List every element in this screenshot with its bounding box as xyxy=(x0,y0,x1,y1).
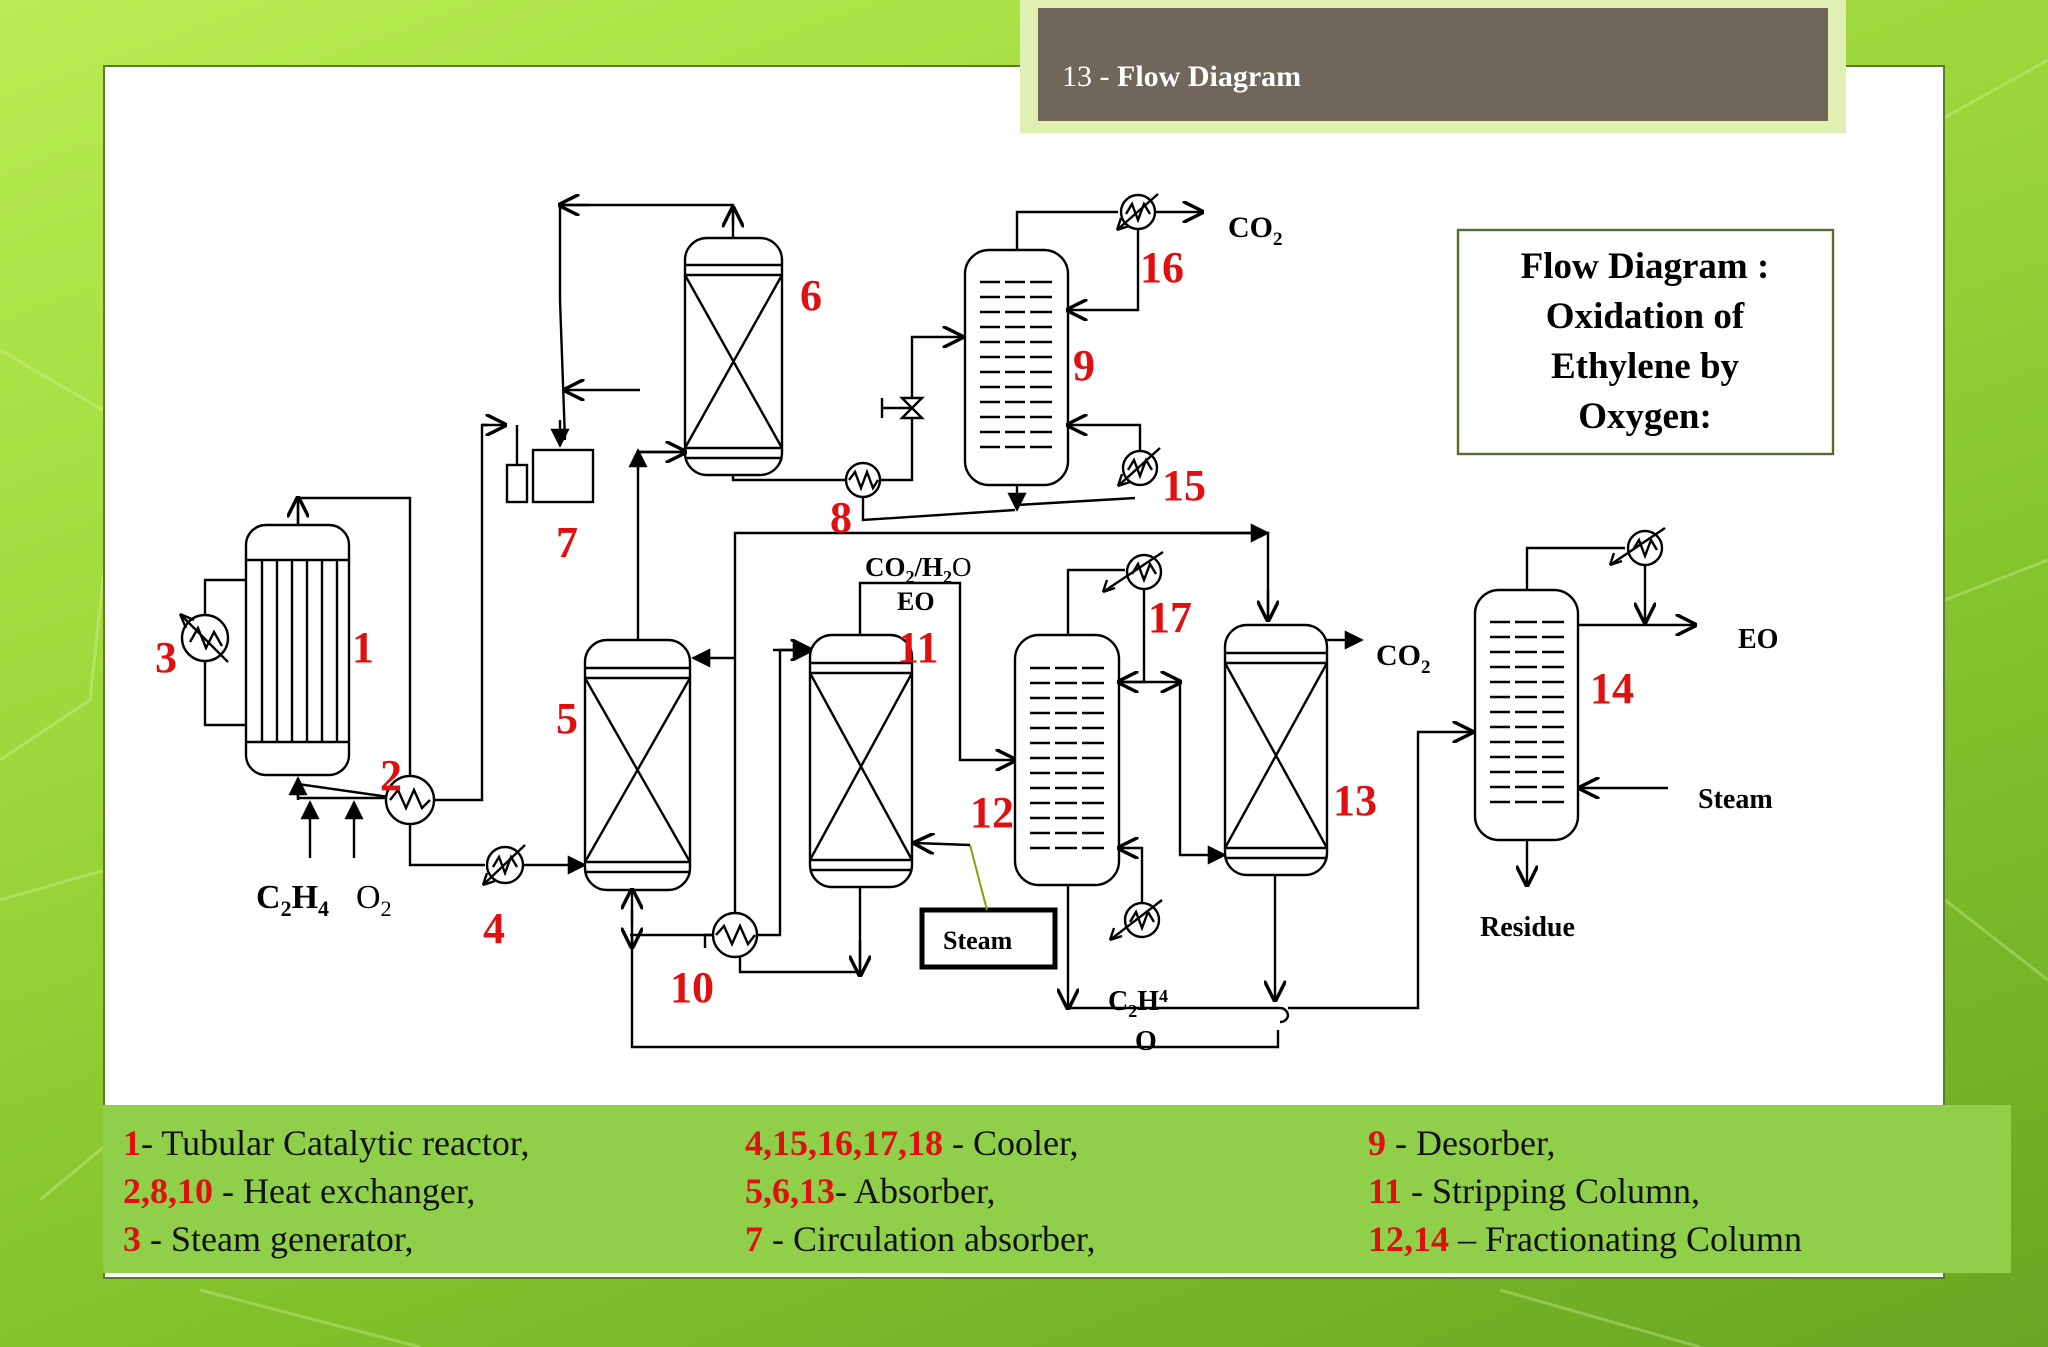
unit-number-6: 6 xyxy=(800,271,822,320)
unit-number-14: 14 xyxy=(1590,664,1634,713)
unit-5-absorber xyxy=(583,638,692,892)
unit-number-13: 13 xyxy=(1333,776,1377,825)
legend-item: 9 - Desorber, xyxy=(1368,1123,1556,1163)
label-co2-right: CO2 xyxy=(1376,639,1431,678)
unit-18-cooler xyxy=(1108,899,1163,942)
unit-number-2: 2 xyxy=(380,751,402,800)
legend-item: 7 - Circulation absorber, xyxy=(745,1219,1096,1259)
unit-number-5: 5 xyxy=(556,694,578,743)
unit-number-1: 1 xyxy=(352,623,374,672)
unit-number-11: 11 xyxy=(897,623,939,672)
unit-number-9: 9 xyxy=(1073,341,1095,390)
label-eo-right: EO xyxy=(1738,624,1778,655)
unit-14-fractionating-column xyxy=(1473,588,1580,842)
unit-15-cooler xyxy=(1116,447,1161,488)
unit-4-cooler xyxy=(481,844,526,887)
unit-9-desorber xyxy=(963,248,1070,487)
slide-title-bar: 13 - Flow Diagram xyxy=(1020,0,1846,133)
diagram-title-line-3: Ethylene by xyxy=(1551,346,1740,387)
unit-number-10: 10 xyxy=(670,963,714,1012)
unit-12-fractionating-column xyxy=(1013,633,1121,887)
unit-11-stripping-column xyxy=(808,633,914,889)
label-o2-feed: O2 xyxy=(356,879,392,921)
steam-input-box xyxy=(919,907,1058,970)
label-eo-mid: EO xyxy=(897,587,935,616)
valve xyxy=(880,396,925,420)
legend-column-2: 4,15,16,17,18 - Cooler, 5,6,13- Absorber… xyxy=(745,1119,1095,1263)
legend-item: 5,6,13- Absorber, xyxy=(745,1171,996,1211)
label-steam-box: Steam xyxy=(943,926,1013,955)
legend: 1- Tubular Catalytic reactor, 2,8,10 - H… xyxy=(103,1105,2011,1273)
label-c2h4o-o: O xyxy=(1135,1026,1157,1057)
legend-item: 4,15,16,17,18 - Cooler, xyxy=(745,1123,1079,1163)
unit-number-12: 12 xyxy=(970,788,1014,837)
diagram-title-line-4: Oxygen: xyxy=(1578,396,1712,437)
unit-number-16: 16 xyxy=(1140,243,1184,292)
unit-13-absorber xyxy=(1223,623,1329,877)
unit-7-circulation-absorber xyxy=(505,425,595,504)
slide-number: 13 - xyxy=(1062,60,1117,93)
legend-item: 3 - Steam generator, xyxy=(123,1219,414,1259)
unit-2-heat-exchanger xyxy=(384,774,436,826)
unit-number-17: 17 xyxy=(1148,593,1192,642)
label-c2h4o: C2H4 xyxy=(1108,986,1168,1021)
unit-3-steam-generator xyxy=(178,578,246,727)
unit-8-heat-exchanger xyxy=(844,461,882,499)
unit-number-8: 8 xyxy=(830,493,852,542)
diagram-title-box xyxy=(1456,228,1835,456)
legend-item: 12,14 – Fractionating Column xyxy=(1368,1219,1802,1259)
diagram-title-line-1: Flow Diagram : xyxy=(1521,246,1770,287)
unit-16-cooler xyxy=(1115,193,1159,232)
label-residue: Residue xyxy=(1480,912,1575,943)
unit-10-heat-exchanger xyxy=(711,911,759,959)
unit-6-absorber xyxy=(683,236,784,477)
unit-number-7: 7 xyxy=(556,518,578,567)
label-co2-h2o: CO2/H2O xyxy=(865,552,972,587)
diagram-title-line-2: Oxidation of xyxy=(1546,296,1745,337)
slide-title-inner: 13 - Flow Diagram xyxy=(1038,8,1828,121)
unit-14-condenser xyxy=(1608,527,1666,567)
unit-number-15: 15 xyxy=(1162,461,1206,510)
slide-title: Flow Diagram xyxy=(1117,60,1302,93)
unit-number-3: 3 xyxy=(155,633,177,682)
legend-item: 11 - Stripping Column, xyxy=(1368,1171,1701,1211)
unit-17-cooler xyxy=(1101,551,1164,594)
label-co2-top: CO2 xyxy=(1228,211,1283,250)
label-steam-right: Steam xyxy=(1698,784,1773,815)
legend-column-3: 9 - Desorber, 11 - Stripping Column, 12,… xyxy=(1368,1119,1802,1263)
label-c2h4-feed: C2H4 xyxy=(256,879,329,921)
unit-number-4: 4 xyxy=(483,904,505,953)
legend-item: 2,8,10 - Heat exchanger, xyxy=(123,1171,476,1211)
unit-1-tubular-reactor xyxy=(244,523,351,777)
legend-item: 1- Tubular Catalytic reactor, xyxy=(123,1123,530,1163)
legend-column-1: 1- Tubular Catalytic reactor, 2,8,10 - H… xyxy=(123,1119,529,1263)
